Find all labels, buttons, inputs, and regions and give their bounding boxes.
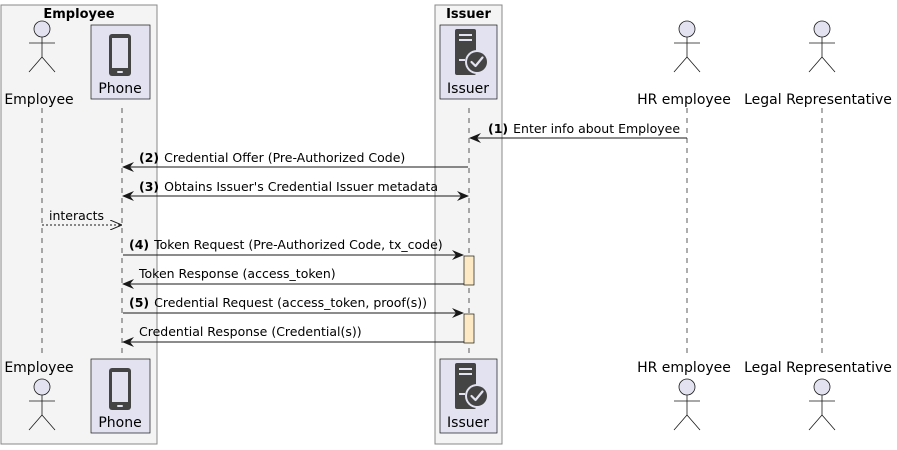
participant-issuer-label-bottom: Issuer (447, 415, 489, 431)
participant-employee-top: Employee (4, 92, 73, 108)
message-label-3: (3)Obtains Issuer's Credential Issuer me… (139, 179, 438, 194)
hr-employee-actor-icon (673, 20, 701, 73)
legal-representative-actor-icon (808, 20, 836, 73)
box-title-employee: Employee (43, 7, 114, 22)
message-label-1: (1)Enter info about Employee (488, 121, 680, 136)
participant-legal-representative-top: Legal Representative (744, 92, 892, 108)
phone-icon-bottom (109, 368, 131, 410)
message-label-interacts: interacts (49, 208, 104, 223)
activation-bar-token (463, 255, 475, 286)
box-title-issuer: Issuer (446, 7, 491, 22)
message-label-4: (4)Token Request (Pre-Authorized Code, t… (129, 237, 443, 252)
participant-hr-employee-top: HR employee (637, 92, 731, 108)
activation-bar-credential (463, 313, 475, 344)
participant-phone-label-top: Phone (98, 81, 141, 97)
legal-representative-actor-icon-bottom (808, 378, 836, 431)
participant-phone-label-bottom: Phone (98, 415, 141, 431)
message-label-5: (5)Credential Request (access_token, pro… (129, 295, 427, 310)
participant-hr-employee-bottom: HR employee (637, 360, 731, 376)
message-label-credential-response: Credential Response (Credential(s)) (139, 324, 362, 339)
message-label-2: (2)Credential Offer (Pre-Authorized Code… (139, 150, 405, 165)
participant-issuer-label-top: Issuer (447, 81, 489, 97)
participant-legal-representative-bottom: Legal Representative (744, 360, 892, 376)
participant-employee-bottom: Employee (4, 360, 73, 376)
phone-icon (109, 34, 131, 76)
message-label-token-response: Token Response (access_token) (138, 266, 336, 281)
hr-employee-actor-icon-bottom (673, 378, 701, 431)
